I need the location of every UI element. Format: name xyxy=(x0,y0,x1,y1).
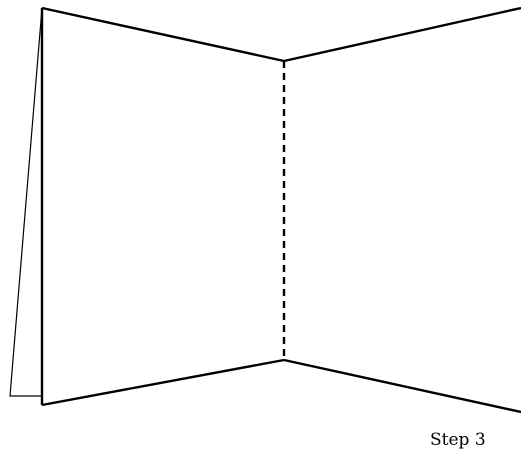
back-flap-outline xyxy=(10,8,42,396)
right-panel-bottom-edge xyxy=(284,360,521,412)
left-panel-top-edge xyxy=(42,8,284,61)
right-panel-top-edge xyxy=(284,8,521,61)
step-caption: Step 3 xyxy=(430,430,486,450)
left-panel-bottom-edge xyxy=(42,360,284,405)
